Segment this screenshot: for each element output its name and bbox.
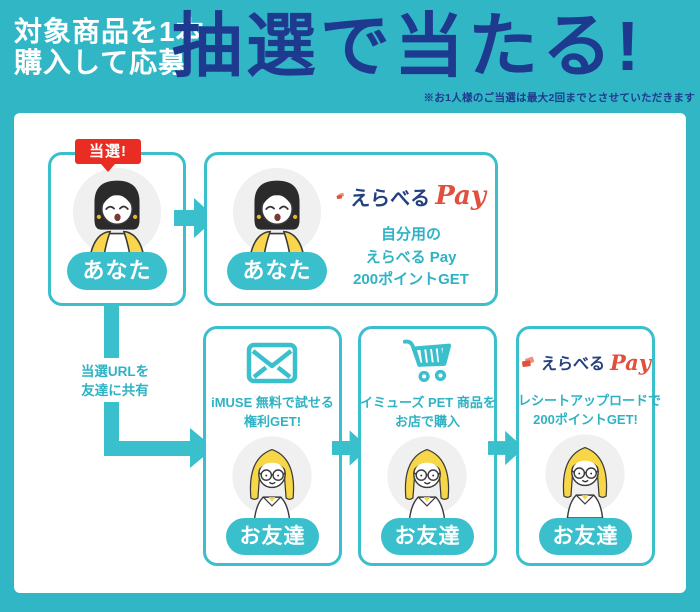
you-avatar [68, 163, 166, 261]
friend-label: お友達 [381, 518, 474, 555]
share-connector-horizontal [104, 441, 192, 456]
cart-icon [402, 339, 452, 383]
self-reward-line2: えらべる Pay [365, 248, 457, 266]
free-trial-line1: iMUSE 無料で試せる [211, 395, 334, 410]
mail-icon [246, 342, 298, 384]
friend-avatar [228, 432, 316, 520]
erabel-pay-logo: えらべる Pay [336, 178, 486, 214]
you-avatar [228, 163, 326, 261]
purchase-instruction-line2: 購入して応募 [14, 47, 188, 78]
page-title: 抽選で当たる! [172, 7, 644, 85]
self-reward-caption: 自分用の えらべる Pay 200ポイントGET [340, 224, 482, 292]
share-arrow-head-icon [190, 428, 214, 468]
you-label: あなた [67, 252, 167, 290]
friend-avatar [383, 432, 471, 520]
purchase-line1: イミューズ PET 商品を [360, 395, 496, 410]
you-label: あなた [227, 252, 327, 290]
friend-label: お友達 [226, 518, 319, 555]
erabel-pay-logo-pay: Pay [435, 181, 486, 211]
friend-avatar [541, 430, 629, 518]
self-reward-line1: 自分用の [380, 226, 441, 243]
share-note-line1: 当選URLを [80, 364, 150, 379]
erabel-pay-logo-brand: えらべる [350, 187, 431, 210]
receipt-line2: 200ポイントGET! [533, 412, 638, 427]
share-note: 当選URLを 友達に共有 [50, 362, 180, 400]
share-note-line2: 友達に共有 [81, 383, 149, 398]
erabel-pay-logo: えらべる Pay [521, 348, 651, 376]
share-connector-top [104, 306, 119, 358]
win-badge: 当選! [75, 139, 141, 164]
purchase-line2: お店で購入 [394, 414, 460, 429]
erabel-pay-logo-pay: Pay [609, 349, 651, 375]
friend-label: お友達 [539, 518, 632, 555]
free-trial-line2: 権利GET! [243, 414, 302, 429]
pay-cards-icon [521, 350, 536, 374]
receipt-caption: レシートアップロードで 200ポイントGET! [518, 391, 662, 429]
pay-cards-icon [336, 181, 345, 211]
free-trial-caption: iMUSE 無料で試せる 権利GET! [205, 393, 340, 431]
purchase-caption: イミューズ PET 商品を お店で購入 [360, 393, 496, 431]
receipt-line1: レシートアップロードで [518, 393, 662, 408]
limit-note: ※お1人様のご当選は最大2回までとさせていただきます [423, 92, 695, 104]
purchase-instruction-line1: 対象商品を1本 [14, 16, 205, 47]
self-reward-line3: 200ポイントGET [353, 271, 469, 288]
purchase-instruction: 対象商品を1本 購入して応募 [14, 16, 205, 78]
erabel-pay-logo-brand: えらべる [540, 356, 605, 373]
